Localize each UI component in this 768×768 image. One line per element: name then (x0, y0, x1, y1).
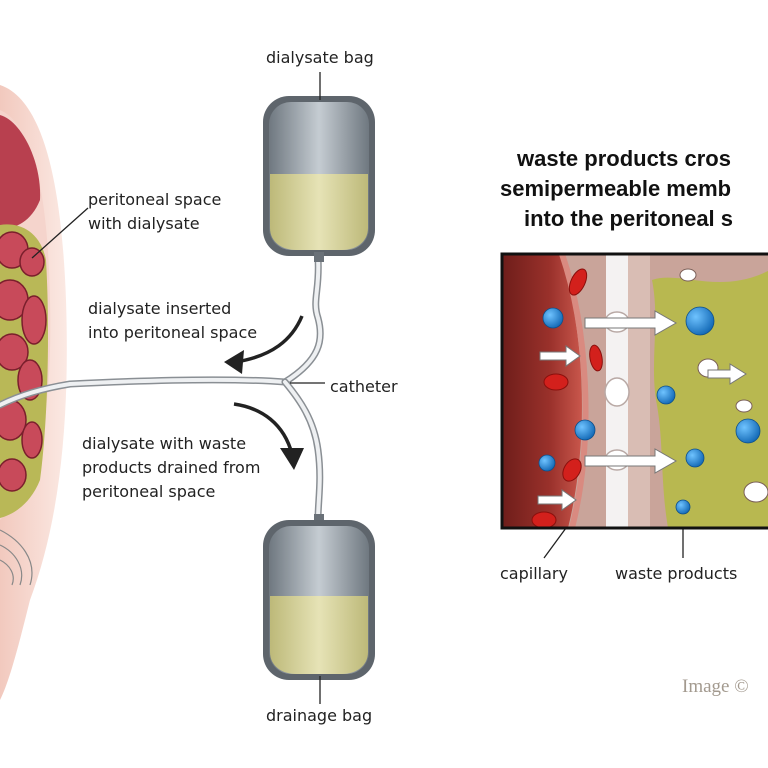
drainage-bag-label: drainage bag (266, 706, 373, 725)
inset-title-line2: semipermeable memb (500, 176, 732, 201)
capillary-label: capillary (500, 564, 568, 583)
catheter-label: catheter (330, 377, 398, 396)
waste-particles (538, 306, 761, 515)
flow-arrow-out (233, 402, 304, 470)
dialysate-fluid (270, 174, 368, 250)
dialysate-bag (263, 96, 375, 262)
upper-organ (0, 115, 41, 229)
diffusion-arrows (537, 310, 747, 511)
inset-title-line3: into the peritoneal s (524, 206, 734, 231)
inset-frame (500, 252, 768, 530)
abdomen-illustration (0, 85, 67, 700)
peritoneal-fluid (652, 270, 768, 528)
dialysate-drained-label-line1: dialysate with waste (82, 434, 247, 453)
tissue-pits (679, 268, 768, 503)
image-credit: Image © (682, 676, 749, 697)
dialysate-inserted-label-line2: into peritoneal space (88, 323, 258, 342)
waste-products-label: waste products (615, 564, 738, 583)
dialysate-drained-label-line2: products drained from (82, 458, 261, 477)
membrane-inset (500, 252, 768, 530)
capillary-vessel (502, 254, 582, 528)
peritoneal-space-label-line2: with dialysate (88, 214, 200, 233)
red-blood-cells (531, 268, 603, 528)
dialysate-bag-label: dialysate bag (266, 48, 374, 67)
dialysate-inserted-label-line1: dialysate inserted (88, 299, 232, 318)
intestine-loops (0, 231, 47, 492)
pelvic-lines (0, 529, 33, 586)
drainage-bag (263, 514, 375, 680)
peritoneal-space-label-line1: peritoneal space (88, 190, 222, 209)
dialysate-drained-label-line3: peritoneal space (82, 482, 216, 501)
drained-fluid (270, 596, 368, 674)
catheter-tubing (0, 254, 324, 524)
inset-title-line1: waste products cros (517, 146, 731, 171)
flow-arrow-in (224, 315, 304, 374)
